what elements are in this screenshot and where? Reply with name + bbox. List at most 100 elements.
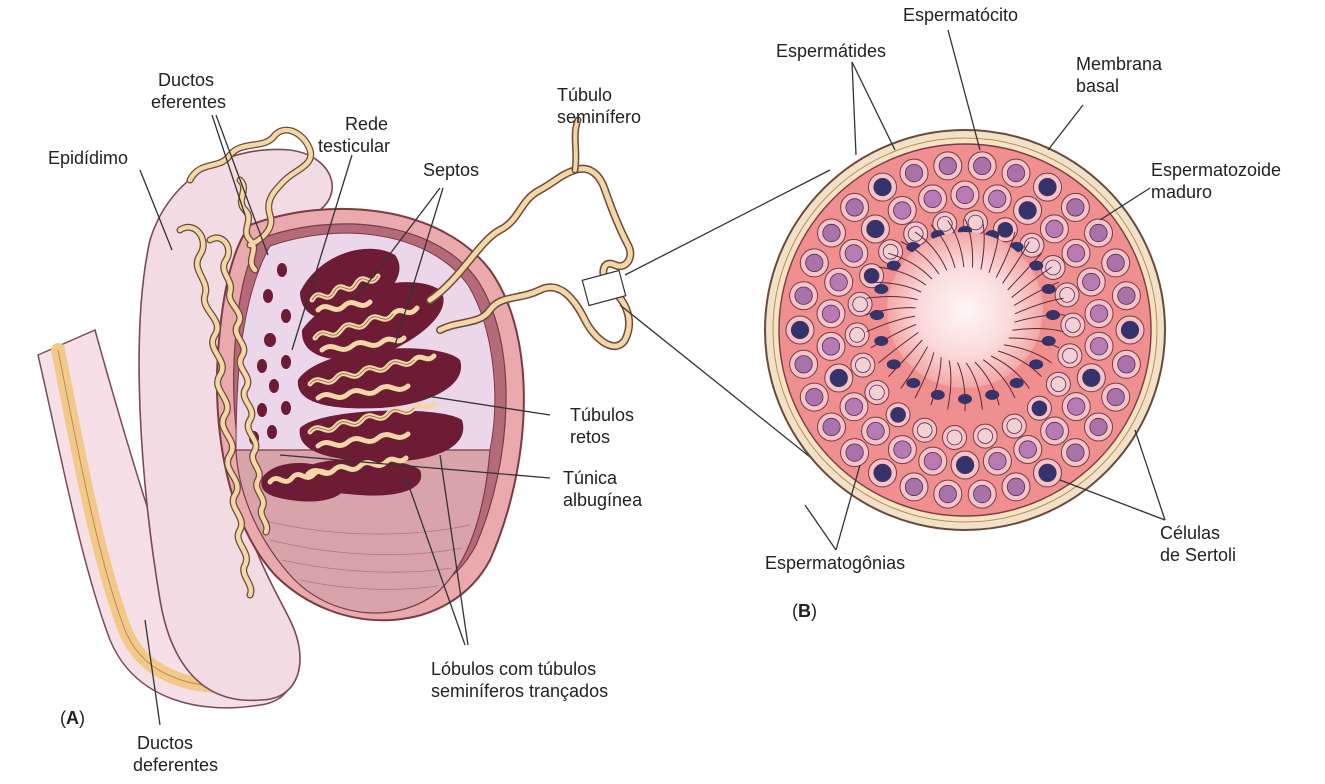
spermatid-head <box>1041 284 1056 294</box>
cell-nucleus <box>967 214 984 231</box>
label-septos: Septos <box>423 160 479 180</box>
spermatid-head <box>1029 359 1044 370</box>
cell-nucleus <box>829 368 848 388</box>
labels: (A) (B) Ductos eferentes Epidídimo Rede … <box>48 5 1286 775</box>
cell-nucleus <box>1066 198 1085 217</box>
sperm-tail <box>957 362 966 412</box>
sperm-tail <box>964 218 974 268</box>
cell-nucleus <box>822 417 841 437</box>
cell-nucleus <box>882 243 899 260</box>
cell-nucleus <box>873 178 892 197</box>
zoom-line-top <box>624 169 831 276</box>
cell-nucleus <box>805 387 824 407</box>
cell-nucleus <box>844 244 863 263</box>
cell-nucleus <box>973 484 992 504</box>
cell-nucleus <box>893 201 912 220</box>
sperm-tail <box>864 307 916 316</box>
cell-nucleus <box>845 443 864 462</box>
label-espermatozoide: Espermatozoide maduro <box>1151 160 1286 202</box>
cell-nucleus <box>904 164 924 183</box>
sperm-tail <box>982 359 1016 399</box>
cell-nucleus <box>1038 463 1057 482</box>
cell-nucleus <box>855 357 871 373</box>
cell-nucleus <box>1006 164 1026 183</box>
sperm-tail <box>965 362 983 410</box>
panel-label-a: (A) <box>60 708 85 728</box>
cell-nucleus <box>955 185 975 205</box>
cell-nucleus <box>1045 219 1064 238</box>
cell-nucleus <box>849 327 865 343</box>
sperm-tail <box>870 281 922 293</box>
cell-nucleus <box>1018 201 1037 220</box>
cell-nucleus <box>973 156 992 175</box>
cell-nucleus <box>1065 317 1081 333</box>
label-tubulo-seminifero: Túbulo seminífero <box>557 85 641 127</box>
coiled-tubules-outline <box>309 275 415 433</box>
lumen <box>887 232 1043 388</box>
sperm-tail <box>914 231 948 271</box>
cell-nucleus <box>852 296 868 313</box>
cell-nucleus <box>936 216 953 232</box>
cell-nucleus <box>1082 368 1101 387</box>
spermatid-head <box>985 389 1000 400</box>
cell-nucleus <box>1106 253 1125 272</box>
cell-nucleus <box>923 451 942 471</box>
cell-nucleus <box>1045 259 1061 276</box>
sperm-tail <box>988 224 1000 274</box>
sperm-tail <box>980 220 985 270</box>
sperm-tail <box>1012 327 1064 333</box>
panel-label-b: (B) <box>792 601 817 621</box>
cell-nucleus <box>1018 440 1037 459</box>
sperm-tail <box>878 332 919 364</box>
label-tunica-albuginea: Túnica albugínea <box>563 468 643 510</box>
magnification-box <box>581 269 627 307</box>
cell-nucleus <box>904 477 924 496</box>
cell-nucleus <box>923 189 942 208</box>
cell-nucleus <box>1031 400 1048 417</box>
sperm-tails <box>864 218 1066 412</box>
cell-nucleus <box>955 455 975 475</box>
sperm-tail <box>1014 297 1064 315</box>
sperm-tail <box>1011 266 1052 298</box>
label-espermatocito: Espermatócito <box>903 5 1018 25</box>
sperm-tail <box>1008 337 1060 349</box>
sperm-tail <box>990 355 1030 389</box>
cell-nucleus <box>794 355 813 374</box>
sperm-tail <box>947 220 965 268</box>
cell-nucleus <box>821 337 841 356</box>
cell-nucleus <box>790 320 810 340</box>
cell-nucleus <box>916 422 933 439</box>
spermatid-head <box>874 284 889 294</box>
sperm-tail <box>878 266 927 286</box>
cell-nucleus <box>988 189 1007 208</box>
sperm-tail <box>974 361 1000 406</box>
cell-nucleus <box>1066 443 1085 462</box>
cell-nucleus <box>1089 304 1109 323</box>
spermatid-head <box>930 389 945 400</box>
cell-nucleus <box>1006 418 1023 434</box>
spermatid-head <box>886 260 901 271</box>
cell-nucleus <box>1067 397 1086 416</box>
sperm-tail <box>1014 314 1066 323</box>
sperm-tail <box>914 352 935 399</box>
cell-nucleus <box>946 429 963 446</box>
cell-nucleus <box>890 406 906 423</box>
spermatid-head <box>906 378 921 388</box>
cell-nucleus <box>821 304 841 323</box>
sperm-tail <box>900 346 928 389</box>
cell-nucleus <box>829 273 848 292</box>
label-tubulos-retos: Túbulos retos <box>570 405 639 447</box>
cell-nucleus <box>1089 337 1109 356</box>
cell-nucleus <box>1062 347 1078 364</box>
sperm-tail <box>1013 281 1060 306</box>
sperm-tail <box>866 315 916 333</box>
sperm-tail <box>995 231 1016 278</box>
extended-tubule <box>426 116 635 350</box>
cell-nucleus <box>1117 286 1136 305</box>
sperm-tail <box>1004 344 1052 364</box>
cell-nucleus <box>988 451 1007 471</box>
sperm-tail <box>1007 252 1042 291</box>
label-lobulos: Lóbulos com túbulos seminíferos trançado… <box>431 659 608 701</box>
cell-nucleus <box>1059 287 1075 303</box>
cell-nucleus <box>1066 244 1086 263</box>
